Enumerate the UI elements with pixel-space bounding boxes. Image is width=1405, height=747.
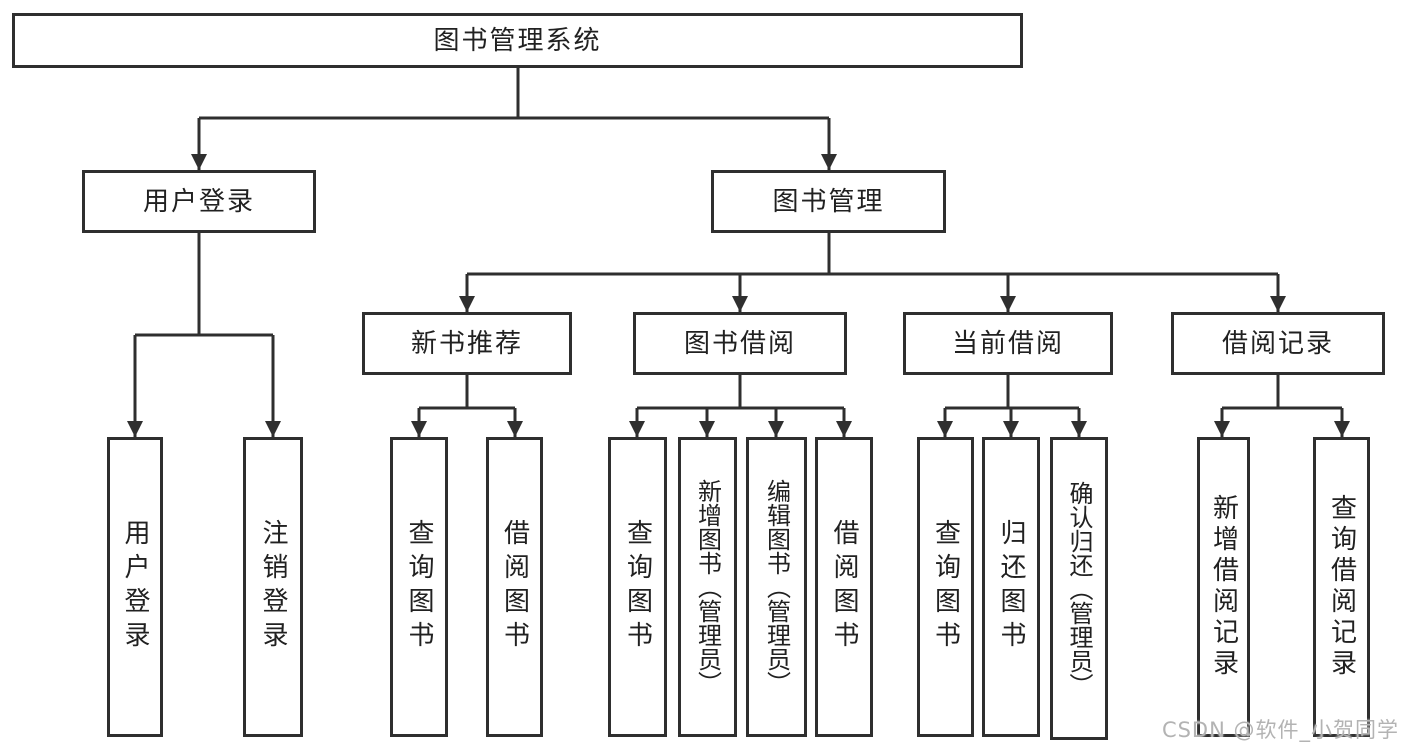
node-book-borrow: 图书借阅 bbox=[633, 312, 847, 375]
leaf-user-login: 用户登录 bbox=[107, 437, 163, 737]
leaf-borrow-book: 借阅图书 bbox=[815, 437, 873, 737]
leaf-confirm-return-admin: 确认归还（管理员） bbox=[1050, 437, 1108, 740]
leaf-edit-book-admin: 编辑图书（管理员） bbox=[746, 437, 807, 737]
leaf-current-query-book: 查询图书 bbox=[917, 437, 974, 737]
node-current-borrow: 当前借阅 bbox=[903, 312, 1113, 375]
node-user-login: 用户登录 bbox=[82, 170, 316, 233]
node-book-management: 图书管理 bbox=[711, 170, 946, 233]
leaf-query-borrow-record: 查询借阅记录 bbox=[1313, 437, 1370, 737]
leaf-recommend-borrow-book: 借阅图书 bbox=[486, 437, 543, 737]
node-borrow-record: 借阅记录 bbox=[1171, 312, 1385, 375]
leaf-return-book: 归还图书 bbox=[982, 437, 1040, 737]
node-root-library-system: 图书管理系统 bbox=[12, 13, 1023, 68]
leaf-logout: 注销登录 bbox=[243, 437, 303, 737]
leaf-borrow-query-book: 查询图书 bbox=[608, 437, 667, 737]
leaf-add-book-admin: 新增图书（管理员） bbox=[678, 437, 737, 737]
leaf-recommend-query-book: 查询图书 bbox=[390, 437, 448, 737]
leaf-add-borrow-record: 新增借阅记录 bbox=[1197, 437, 1250, 737]
node-new-book-recommend: 新书推荐 bbox=[362, 312, 572, 375]
connector-arrows bbox=[127, 118, 1350, 437]
csdn-watermark: CSDN @软件_小贺同学 bbox=[1161, 718, 1399, 742]
